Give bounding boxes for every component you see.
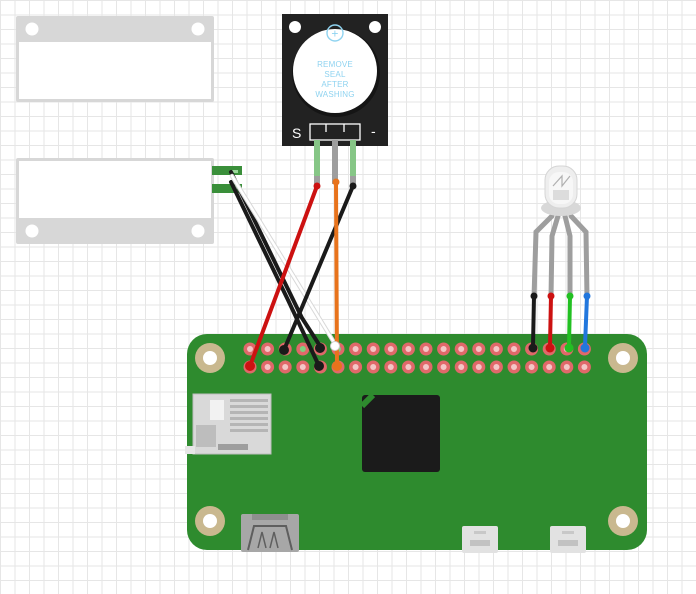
mount-hole-icon: [191, 224, 205, 238]
led-legs: [531, 213, 590, 301]
mount-hole-icon: [369, 21, 381, 33]
gpio-pin-hole: [563, 364, 570, 370]
gpio-pin-hole: [458, 364, 465, 370]
gpio-pin-hole: [511, 364, 517, 370]
buzzer-wire-black[interactable]: [282, 184, 355, 352]
gpio-pin-hole: [405, 364, 412, 370]
gpio-pin-hole: [247, 346, 253, 352]
buzzer-label-line-2: SEAL: [324, 70, 346, 79]
gpio-pin-hole: [352, 346, 359, 352]
micro-usb-port-power[interactable]: [550, 526, 586, 553]
mount-hole-icon: [191, 22, 205, 36]
gpio-pin-hole: [511, 346, 517, 352]
gpio-pin-hole: [370, 346, 377, 352]
gpio-pin-hole: [370, 364, 377, 370]
gpio-pin-hole: [282, 364, 289, 370]
gpio-pin-hole: [475, 364, 482, 370]
sensor-lead-connector: [212, 184, 242, 193]
gpio-pin-hole: [405, 346, 412, 352]
gpio-pin-hole: [299, 346, 306, 352]
gpio-pin-hole: [423, 364, 429, 370]
led-wire-black[interactable]: [531, 294, 536, 348]
wires: [229, 170, 589, 368]
sensor-switch-part: [16, 158, 242, 244]
sensor-lead-connector: [212, 166, 242, 175]
gpio-pin-hole: [458, 346, 465, 352]
gpio-pin-hole: [493, 346, 500, 352]
mount-hole-icon: [25, 22, 39, 36]
micro-sd-slot[interactable]: [185, 393, 272, 455]
buzzer-plus-symbol: +: [331, 27, 338, 41]
buzzer-pin-leg: [332, 140, 338, 184]
gpio-pin-hole: [528, 364, 535, 370]
gpio-pin-hole: [581, 364, 588, 370]
gpio-pin-hole: [475, 346, 482, 352]
led-wire-red[interactable]: [548, 294, 553, 348]
gpio-pin-hole: [387, 364, 394, 370]
plus-icon: [326, 24, 344, 42]
buzzer-pin-minus-label: -: [371, 123, 376, 139]
mount-hole-icon: [289, 21, 301, 33]
rgb-led[interactable]: [531, 165, 590, 301]
mount-hole-icon: [25, 224, 39, 238]
raspberry-pi-zero[interactable]: [185, 334, 647, 553]
gpio-pin-hole: [440, 364, 447, 370]
gpio-pin-hole: [264, 346, 271, 352]
gpio-pin-hole: [387, 346, 394, 352]
buzzer-wire-orange[interactable]: [334, 180, 339, 368]
cpu-chip: [362, 395, 440, 472]
sensor-magnet-part: [16, 16, 214, 102]
wire-end-caps: [245, 178, 591, 371]
sensor-wire-black[interactable]: [229, 170, 322, 348]
buzzer-label-line-4: WASHING: [315, 90, 354, 99]
mini-hdmi-port[interactable]: [241, 514, 299, 552]
magnetic-door-sensor[interactable]: [16, 16, 242, 244]
gpio-pin-hole: [264, 364, 271, 370]
sensor-wire-white[interactable]: [230, 174, 337, 346]
buzzer-label-line-1: REMOVE: [317, 60, 353, 69]
buzzer-label-line-3: AFTER: [321, 80, 348, 89]
led-wire-green[interactable]: [567, 294, 572, 348]
micro-usb-port-data[interactable]: [462, 526, 498, 553]
active-buzzer-module[interactable]: + REMOVE SEAL AFTER WASHING S -: [282, 14, 388, 184]
sensor-wire-black-2[interactable]: [229, 180, 321, 368]
buzzer-body: [293, 29, 377, 113]
board-mount-holes: [195, 343, 638, 536]
gpio-pin-hole: [352, 364, 359, 370]
gpio-pin-hole: [299, 364, 306, 370]
gpio-pin-hole: [546, 364, 553, 370]
led-wire-blue[interactable]: [583, 294, 589, 348]
gpio-pin-hole: [493, 364, 500, 370]
gpio-pin-hole: [440, 346, 447, 352]
buzzer-wire-red[interactable]: [248, 184, 319, 368]
gpio-pin-hole: [423, 346, 429, 352]
buzzer-pin-signal-label: S: [292, 125, 301, 141]
